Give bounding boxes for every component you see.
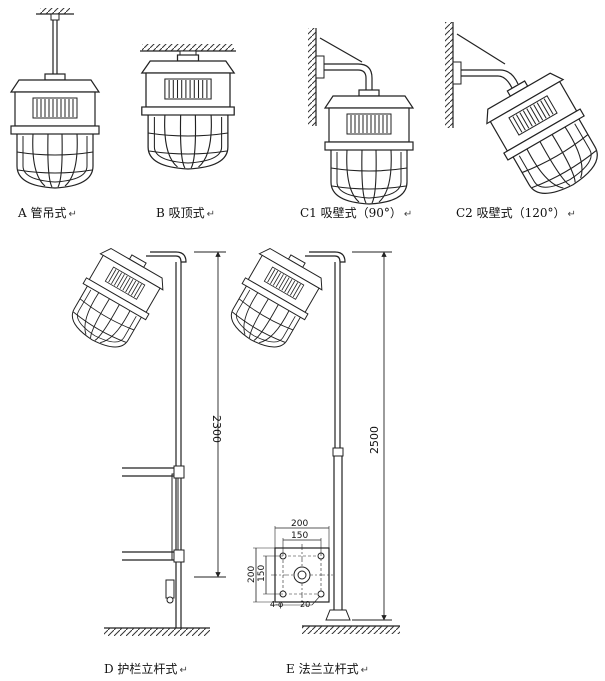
- figure-e-flange-pole: 2500 200 150: [219, 240, 400, 634]
- figure-c1-wall-90: [308, 28, 414, 205]
- ceiling-hatch: [40, 8, 70, 14]
- figure-d-guardrail-pole: 2300: [60, 240, 226, 636]
- lamp-fixture: [324, 89, 414, 205]
- figure-c2-wall-120: [445, 22, 605, 208]
- flange-outer-width: 200: [291, 519, 308, 529]
- wall-hatch: [445, 22, 453, 128]
- caption-c2: C2 吸壁式（120°）↵: [456, 206, 576, 220]
- bolt-hole: [317, 590, 325, 598]
- flange-outer-height: 200: [247, 566, 257, 583]
- caption-b: B 吸顶式↵: [156, 206, 216, 220]
- caption-d: D 护栏立杆式↵: [104, 662, 188, 676]
- e-height-label: 2500: [368, 426, 381, 454]
- wall-arm: [324, 63, 373, 90]
- lamp-fixture: [60, 240, 171, 359]
- flange-plan-view: 200 150 200 150 4-φ 20: [247, 519, 333, 609]
- wall-hatch: [308, 28, 316, 126]
- lamp-fixture: [477, 63, 605, 208]
- flange-inner-height: 150: [257, 565, 267, 582]
- ceiling-hatch: [142, 44, 234, 51]
- lamp-fixture: [219, 240, 330, 359]
- caption-a: A 管吊式↵: [18, 206, 77, 220]
- figure-a-pipe-pendant: [10, 8, 100, 189]
- hole-size-label: 20: [300, 600, 310, 609]
- hole-count-label: 4-φ: [270, 600, 283, 609]
- wall-arm: [461, 69, 519, 85]
- lamp-fixture: [10, 73, 100, 189]
- caption-e: E 法兰立杆式↵: [286, 662, 369, 676]
- figure-b-ceiling-mount: [140, 44, 236, 170]
- flange-inner-width: 150: [291, 531, 308, 541]
- lamp-fixture: [141, 54, 235, 170]
- d-height-label: 2300: [210, 415, 223, 443]
- caption-c1: C1 吸壁式（90°）↵: [300, 206, 413, 220]
